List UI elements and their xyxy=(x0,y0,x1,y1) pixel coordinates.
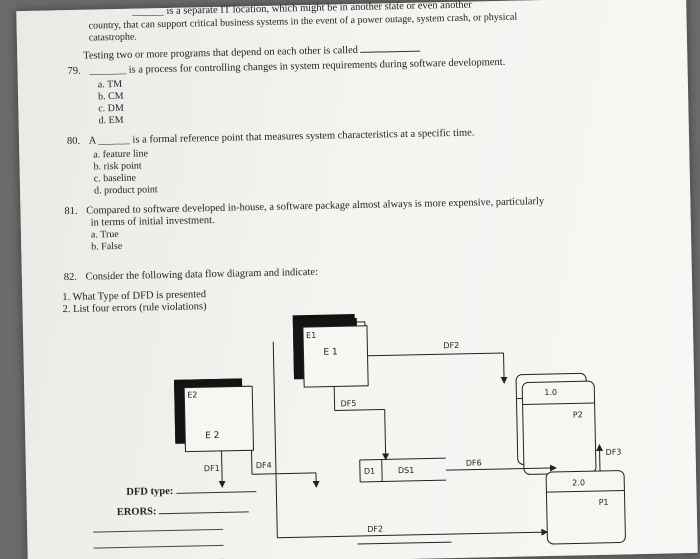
question-82-line2: in terms of initial investment. xyxy=(90,214,215,229)
question-81-number: 80. xyxy=(66,135,81,148)
question-80-option-c[interactable]: c. DM xyxy=(98,102,124,115)
question-83-number: 82. xyxy=(63,271,78,284)
dfd-type-label: DFD type: xyxy=(126,485,174,498)
process-p2-name: P2 xyxy=(573,410,583,419)
entity-e1-id: E1 xyxy=(306,331,316,340)
datastore-id: D1 xyxy=(364,467,375,476)
question-82: 81. Compared to software developed in-ho… xyxy=(64,196,544,217)
flow-df6-label: DF6 xyxy=(466,458,482,467)
entity-e1-box: E1 E 1 xyxy=(292,318,369,388)
entity-e2-name: E 2 xyxy=(205,431,219,441)
flow-df2-bottom: DF2 xyxy=(272,341,549,539)
question-79-text: Testing two or more programs that depend… xyxy=(83,44,359,62)
errors-answer-blank-1[interactable] xyxy=(158,502,250,515)
flow-df3: DF3 xyxy=(596,443,622,471)
question-83: 82. Consider the following data flow dia… xyxy=(64,267,318,283)
flow-df6: DF6 xyxy=(445,458,557,472)
flow-df1: DF1 xyxy=(204,450,226,488)
process-p1-name: P1 xyxy=(599,498,609,507)
flow-df5-label: DF5 xyxy=(340,399,356,408)
datastore-d1 xyxy=(357,541,452,545)
datastore-name: DS1 xyxy=(398,466,415,475)
entity-e2-box: E2 E 2 xyxy=(174,378,255,453)
question-81: 80. A ______ is a formal reference point… xyxy=(67,128,475,148)
entity-e2-id: E2 xyxy=(187,390,197,399)
flow-df2-top-label: DF2 xyxy=(443,341,459,350)
entity-e1-name: E 1 xyxy=(323,347,337,357)
dfd-canvas: E1 E 1 E2 E 2 1.0 P2 2. xyxy=(174,318,626,545)
dfd-type-row: DFD type: xyxy=(126,482,256,498)
process-p2-id: 1.0 xyxy=(544,388,557,397)
question-80-option-b[interactable]: b. CM xyxy=(97,90,124,103)
question-82-option-a[interactable]: a. True xyxy=(90,228,119,241)
question-80-option-a[interactable]: a. TM xyxy=(97,78,123,91)
question-81-option-c[interactable]: c. baseline xyxy=(93,172,137,185)
process-p1: 2.0 P1 xyxy=(545,470,626,545)
process-p2: 1.0 P2 xyxy=(521,380,597,475)
question-81-option-d[interactable]: d. product point xyxy=(93,184,158,197)
dfd-type-answer-blank[interactable] xyxy=(175,482,256,494)
question-83-text: Consider the following data flow diagram… xyxy=(85,266,319,283)
flow-df2-top: DF2 xyxy=(367,341,508,384)
flow-df5: DF5 xyxy=(333,386,390,461)
worksheet-page: ______ is a separate IT location, which … xyxy=(16,0,698,559)
process-p1-id: 2.0 xyxy=(572,478,585,487)
question-82-number: 81. xyxy=(64,205,78,218)
flow-df1-label: DF1 xyxy=(204,464,220,473)
flow-df3-label: DF3 xyxy=(606,447,622,456)
question-81-option-b[interactable]: b. risk point xyxy=(93,160,142,173)
question-81-option-a[interactable]: a. feature line xyxy=(93,148,149,161)
flow-df2-bottom-label: DF2 xyxy=(367,525,383,534)
question-80-option-d[interactable]: d. EM xyxy=(98,114,124,127)
datastore-d1-box: D1 DS1 xyxy=(359,457,447,483)
flow-df4-label: DF4 xyxy=(256,461,272,470)
question-78-line3: catastrophe. xyxy=(88,31,137,44)
errors-row: ERORS: xyxy=(117,502,250,518)
question-80-number: 79. xyxy=(67,65,81,78)
question-81-text: A ______ is a formal reference point tha… xyxy=(88,127,475,147)
question-79-answer-blank[interactable] xyxy=(360,41,421,53)
question-82-option-b[interactable]: b. False xyxy=(91,240,123,253)
question-82-text: Compared to software developed in-house,… xyxy=(86,196,545,217)
errors-label: ERORS: xyxy=(116,506,157,519)
flow-df4: DF4 xyxy=(251,450,320,488)
